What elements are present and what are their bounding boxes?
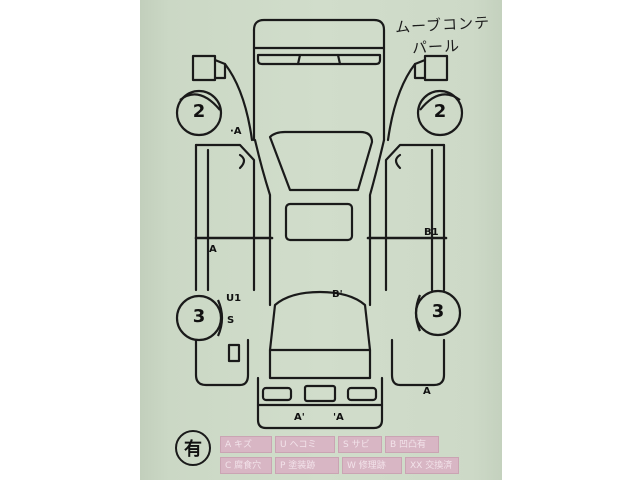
tire-front-right [416, 89, 464, 137]
legend-item-paint: P 塗装跡 [275, 457, 339, 474]
legend-item-unevenness: B 凹凸有 [385, 436, 439, 453]
legend-item-rust: S サビ [338, 436, 382, 453]
tire-rear-right-grade: 3 [431, 301, 445, 322]
damage-mark-rear-right: A [423, 386, 431, 397]
damage-mark-bumper-left: A' [294, 412, 305, 423]
tire-front-left-grade: 2 [192, 101, 206, 122]
damage-mark-bumper-right: 'A [333, 412, 344, 423]
damage-mark-rear-left-upper: U1 [226, 293, 242, 304]
tire-rear-left-grade: 3 [192, 306, 206, 327]
windshield [268, 130, 374, 192]
damage-legend: A キズ U ヘコミ S サビ B 凹凸有 C 腐食穴 P 塗装跡 W 修理跡 … [220, 436, 459, 478]
left-side-panel [194, 143, 256, 292]
rear-window [268, 290, 372, 352]
right-side-panel [384, 143, 446, 292]
tire-front-right-grade: 2 [433, 101, 447, 122]
legend-row: A キズ U ヘコミ S サビ B 凹凸有 [220, 436, 459, 453]
damage-mark-right-door: B1 [424, 227, 439, 238]
legend-row: C 腐食穴 P 塗装跡 W 修理跡 XX 交換済 [220, 457, 459, 474]
damage-mark-roof-rear: B' [332, 289, 343, 300]
legend-item-corrosion: C 腐食穴 [220, 457, 272, 474]
legend-item-scratch: A キズ [220, 436, 272, 453]
front-hood [252, 18, 386, 142]
tire-front-left [175, 89, 223, 137]
legend-item-dent: U ヘコミ [275, 436, 335, 453]
color-note: パール [411, 36, 461, 58]
legend-item-repair: W 修理跡 [342, 457, 402, 474]
damage-mark-rear-left-lower: S [227, 315, 235, 326]
presence-badge: 有 [175, 430, 211, 466]
damage-mark-front-left: ·A [230, 126, 242, 137]
damage-mark-left-door: A [209, 244, 217, 255]
rear-bumper [256, 376, 384, 430]
legend-item-replaced: XX 交換済 [405, 457, 459, 474]
roof-panel [284, 202, 354, 242]
